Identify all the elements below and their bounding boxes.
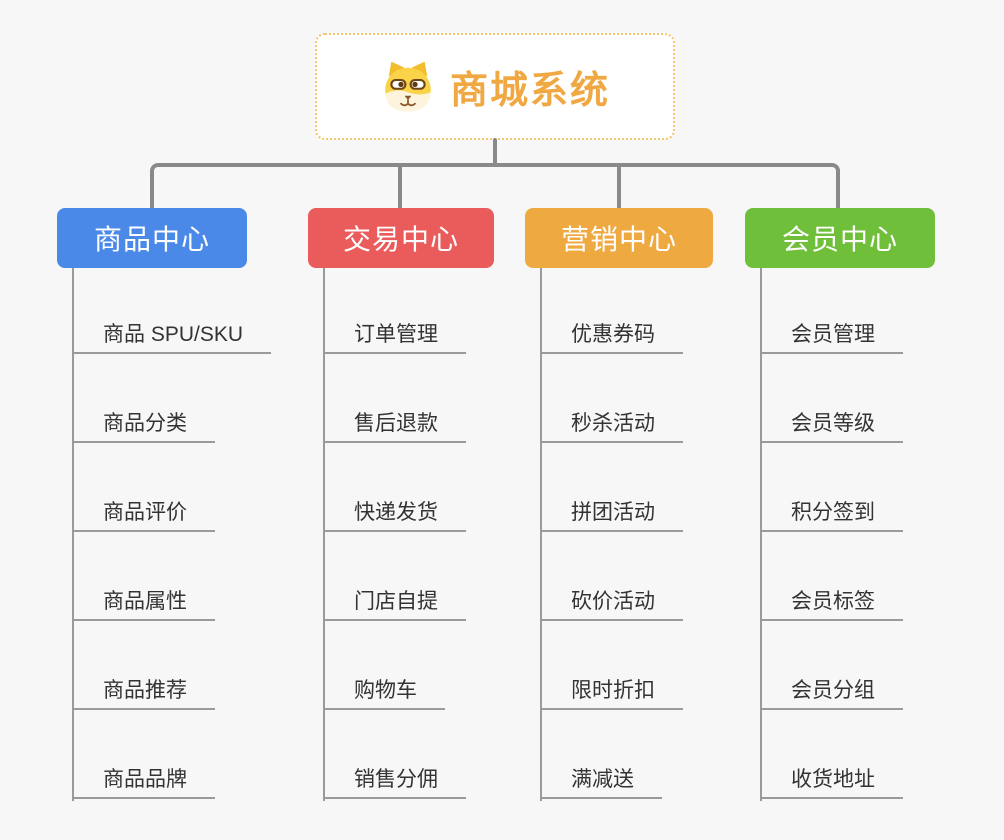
leaf-topic[interactable]: 购物车 [323,674,445,710]
connector-root-stub [493,138,497,166]
leaf-topic[interactable]: 订单管理 [323,318,466,354]
leaf-topic[interactable]: 会员标签 [760,585,903,621]
connector-elbow-left [150,163,495,208]
branch-node-trade-center[interactable]: 交易中心 [308,208,494,268]
root-topic[interactable]: 商城系统 [315,33,675,140]
leaf-topic[interactable]: 会员等级 [760,407,903,443]
leaf-topic[interactable]: 商品推荐 [72,674,215,710]
leaf-topic[interactable]: 售后退款 [323,407,466,443]
branch-node-member-center[interactable]: 会员中心 [745,208,935,268]
branch-trunk-line [540,268,542,801]
leaf-topic[interactable]: 商品分类 [72,407,215,443]
leaf-topic[interactable]: 秒杀活动 [540,407,683,443]
connector-drop-branch-3 [617,167,621,208]
branch-trunk-line [323,268,325,801]
leaf-topic[interactable]: 积分签到 [760,496,903,532]
root-title: 商城系统 [449,70,610,112]
connector-elbow-right [495,163,840,208]
leaf-topic[interactable]: 商品品牌 [72,763,215,799]
branch-trunk-line [72,268,74,801]
leaf-topic[interactable]: 快递发货 [323,496,466,532]
leaf-topic[interactable]: 优惠券码 [540,318,683,354]
leaf-topic[interactable]: 收货地址 [760,763,903,799]
leaf-topic[interactable]: 会员管理 [760,318,903,354]
leaf-topic[interactable]: 销售分佣 [323,763,466,799]
dog-face-icon [385,61,431,111]
leaf-topic[interactable]: 拼团活动 [540,496,683,532]
branch-trunk-line [760,268,762,801]
branch-node-product-center[interactable]: 商品中心 [57,208,247,268]
connector-drop-branch-2 [398,167,402,208]
leaf-topic[interactable]: 商品属性 [72,585,215,621]
leaf-topic[interactable]: 限时折扣 [540,674,683,710]
leaf-topic[interactable]: 砍价活动 [540,585,683,621]
branch-node-marketing-center[interactable]: 营销中心 [525,208,713,268]
leaf-topic[interactable]: 满减送 [540,763,662,799]
leaf-topic[interactable]: 商品评价 [72,496,215,532]
leaf-topic[interactable]: 会员分组 [760,674,903,710]
leaf-topic[interactable]: 商品 SPU/SKU [72,318,272,354]
leaf-topic[interactable]: 门店自提 [323,585,466,621]
